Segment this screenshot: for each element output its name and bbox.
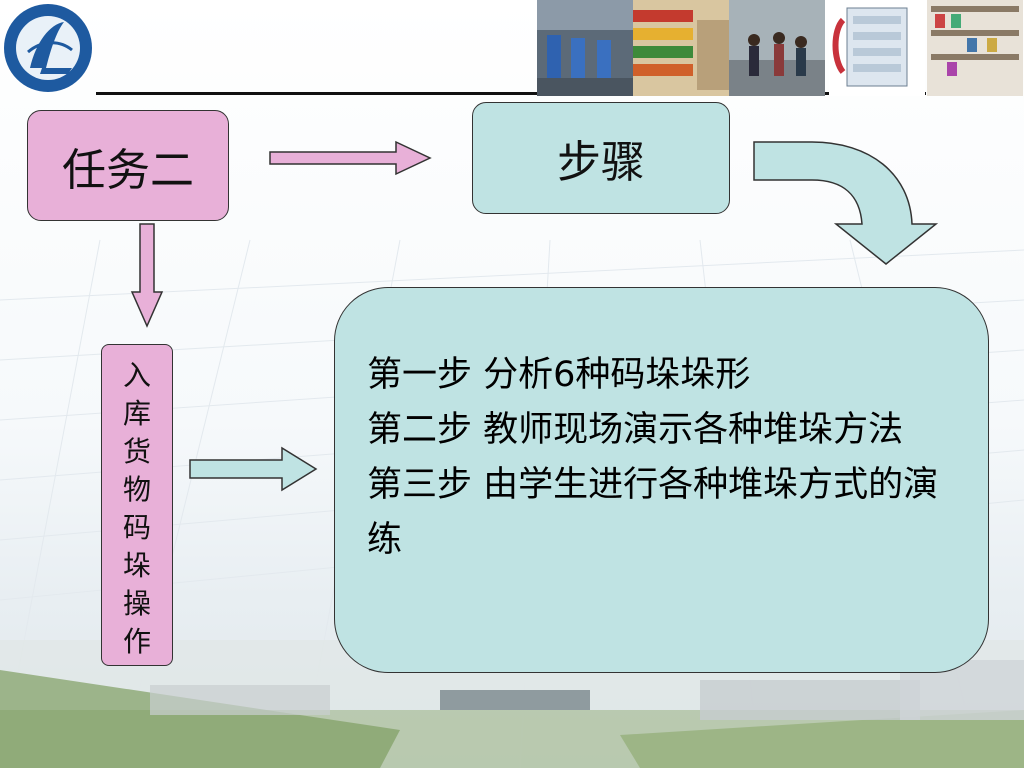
department-logo: [4, 4, 92, 92]
workers-photo: [729, 0, 825, 96]
vertical-label-box: 入库货物码垛操作: [101, 344, 173, 666]
step-item: 第一步 分析6种码垛垛形: [367, 355, 751, 395]
steps-title-box: 步骤: [472, 102, 730, 214]
right-arrow-icon: [189, 446, 318, 492]
header-divider: [96, 92, 926, 95]
task-label: 任务二: [62, 144, 194, 196]
steps-title: 步骤: [557, 137, 645, 188]
task-box: 任务二: [27, 110, 229, 221]
down-arrow-icon: [130, 223, 164, 328]
warehouse-photo: [537, 0, 633, 96]
step-item: 第二步 教师现场演示各种堆垛方法: [367, 410, 904, 450]
steps-list: 第一步 分析6种码垛垛形 第二步 教师现场演示各种堆垛方法 第三步 由学生进行各…: [367, 348, 956, 568]
supermarket-shelves-photo: [633, 0, 729, 96]
steps-content-box: 第一步 分析6种码垛垛形 第二步 教师现场演示各种堆垛方法 第三步 由学生进行各…: [334, 287, 989, 673]
storage-rack-diagram: [829, 0, 925, 96]
curved-down-arrow-icon: [753, 141, 939, 265]
shelving-photo: [927, 0, 1023, 96]
right-arrow-icon: [269, 140, 432, 176]
step-item: 第三步 由学生进行各种堆垛方式的演练: [367, 465, 939, 560]
vertical-label: 入库货物码垛操作: [122, 359, 151, 658]
